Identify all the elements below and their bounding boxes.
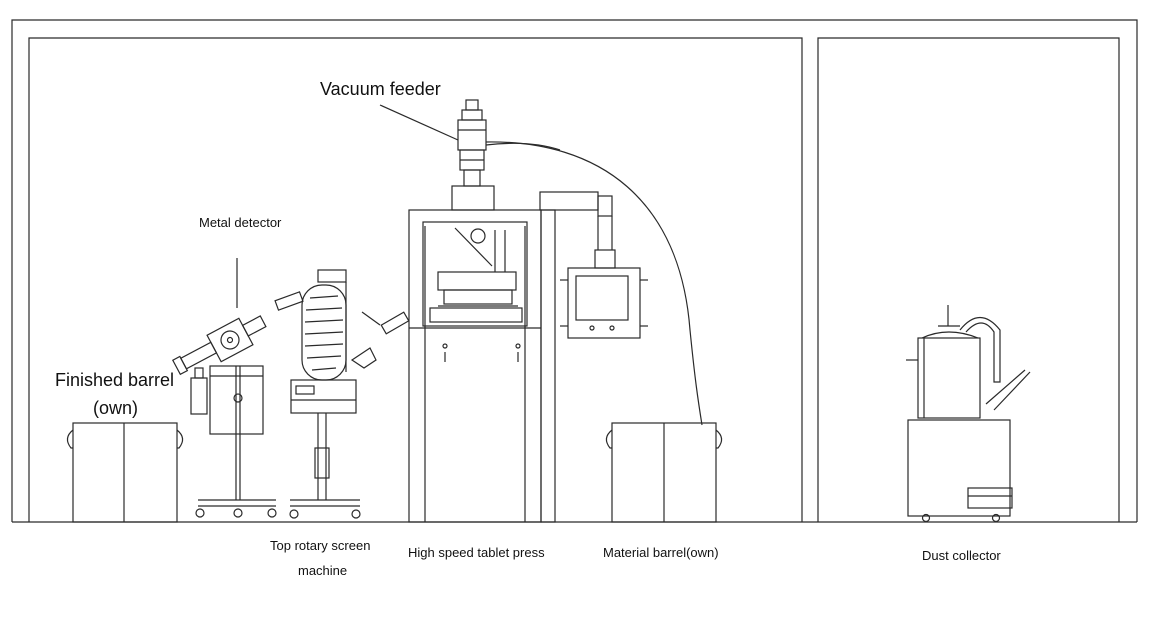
label-vacuum-feeder: Vacuum feeder <box>320 79 441 99</box>
dust-collector <box>906 305 1031 523</box>
label-finished-barrel: Finished barrel <box>55 370 175 390</box>
feeder-control-box <box>560 267 648 339</box>
finished-barrel <box>66 422 184 523</box>
top-rotary-screen-machine <box>274 269 410 519</box>
label-top-rotary-screen: Top rotary screen <box>270 538 371 553</box>
vacuum-pipe <box>539 191 616 269</box>
material-barrel <box>605 422 723 523</box>
label-material-barrel: Material barrel(own) <box>603 545 719 560</box>
vacuum-feeder <box>379 99 561 211</box>
label-top-rotary-machine: machine <box>298 563 348 578</box>
suction-hose <box>485 141 703 426</box>
metal-detector <box>171 258 277 518</box>
label-metal-detector: Metal detector <box>199 215 282 230</box>
label-tablet-press: High speed tablet press <box>408 545 545 560</box>
room-outline <box>11 19 1138 523</box>
label-finished-barrel-own: (own) <box>93 398 139 418</box>
label-dust-collector: Dust collector <box>922 548 1001 563</box>
high-speed-tablet-press <box>408 209 556 523</box>
